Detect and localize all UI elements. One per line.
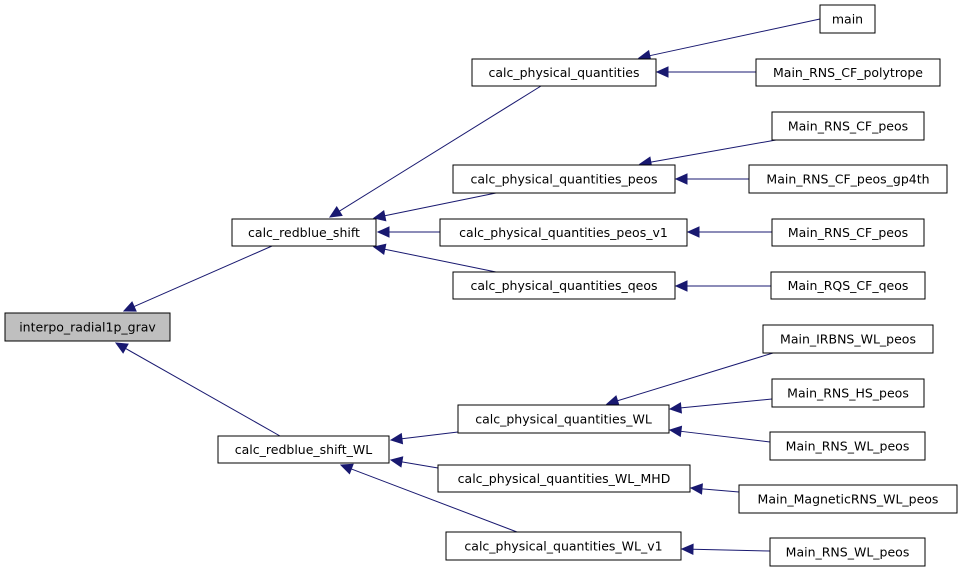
node-label: calc_physical_quantities_WL — [475, 412, 652, 427]
arrowhead-icon — [605, 395, 620, 407]
edge-main-to-cpq — [637, 18, 821, 62]
node-label: Main_MagneticRNS_WL_peos — [758, 492, 939, 507]
node-main-rns-wl-peos-2[interactable]: Main_RNS_WL_peos — [769, 537, 926, 567]
edge-mpeos2-to-cpqpv1 — [686, 226, 772, 238]
edge-cpqwl-to-rbswl — [389, 431, 459, 445]
arrowhead-icon — [114, 342, 129, 354]
edge-mpoly-to-cpq — [655, 66, 756, 78]
node-interpo-radial1p-grav[interactable]: interpo_radial1p_grav — [4, 312, 171, 342]
edge-line — [701, 488, 740, 493]
edge-cpq-to-rbs — [328, 85, 542, 218]
node-main-rqs-cf-qeos[interactable]: Main_RQS_CF_qeos — [770, 271, 926, 300]
arrowhead-icon — [674, 173, 688, 185]
node-main-rns-cf-peos-gp4th[interactable]: Main_RNS_CF_peos_gp4th — [748, 164, 948, 194]
edge-cpqp-to-rbs — [372, 192, 497, 222]
edge-line — [401, 461, 439, 469]
node-calc-physical-quantities-peos[interactable]: calc_physical_quantities_peos — [452, 164, 676, 194]
node-calc-redblue-shift[interactable]: calc_redblue_shift — [231, 218, 377, 247]
node-label: Main_RQS_CF_qeos — [788, 278, 909, 293]
edge-line — [692, 548, 771, 552]
node-main-rns-hs-peos[interactable]: Main_RNS_HS_peos — [771, 378, 925, 408]
nodes-layer: interpo_radial1p_grav calc_redblue_shift… — [4, 4, 958, 567]
edge-line — [384, 192, 497, 217]
edge-line — [339, 85, 542, 212]
node-label: Main_RNS_WL_peos — [786, 545, 910, 560]
node-label: calc_physical_quantities — [488, 65, 639, 80]
node-main[interactable]: main — [819, 4, 876, 34]
edge-rbswl-to-interpo — [114, 342, 281, 437]
node-label: calc_physical_quantities_WL_MHD — [458, 471, 671, 486]
edge-mirbns-to-cpqwl — [605, 352, 774, 407]
node-label: calc_physical_quantities_peos — [470, 172, 657, 187]
node-calc-physical-quantities-wl-mhd[interactable]: calc_physical_quantities_WL_MHD — [437, 464, 691, 493]
edge-line — [384, 248, 497, 273]
arrowhead-icon — [389, 456, 404, 468]
node-label: Main_RNS_CF_peos — [788, 225, 908, 240]
arrowhead-icon — [389, 432, 404, 445]
arrowhead-icon — [372, 243, 387, 255]
edge-line — [133, 245, 273, 308]
arrowhead-icon — [674, 280, 688, 292]
edge-cpqwlmhd-to-rbswl — [389, 456, 439, 469]
node-main-rns-cf-peos[interactable]: Main_RNS_CF_peos — [771, 111, 925, 141]
node-label: calc_redblue_shift — [248, 225, 360, 240]
node-label: calc_redblue_shift_WL — [235, 442, 372, 457]
node-calc-physical-quantities-wl[interactable]: calc_physical_quantities_WL — [457, 404, 670, 434]
edge-mqeos-to-cpqq — [674, 280, 771, 292]
edge-line — [617, 352, 774, 402]
node-calc-redblue-shift-wl[interactable]: calc_redblue_shift_WL — [217, 435, 390, 464]
node-label: interpo_radial1p_grav — [19, 320, 156, 335]
node-calc-physical-quantities[interactable]: calc_physical_quantities — [471, 58, 657, 87]
arrowhead-icon — [680, 543, 694, 556]
arrowhead-icon — [689, 483, 703, 495]
node-label: calc_physical_quantities_qeos — [470, 278, 657, 293]
edge-mwl2-to-cpqwlv1 — [680, 543, 771, 556]
node-label: Main_RNS_HS_peos — [787, 386, 909, 401]
node-calc-physical-quantities-peos-v1[interactable]: calc_physical_quantities_peos_v1 — [439, 218, 688, 247]
edge-line — [351, 468, 518, 533]
edge-line — [680, 398, 773, 409]
arrowhead-icon — [122, 301, 137, 312]
edge-mmag-to-cpqwlmhd — [689, 483, 740, 495]
edge-line — [401, 431, 459, 440]
node-main-magneticrns-wl-peos[interactable]: Main_MagneticRNS_WL_peos — [738, 484, 958, 514]
node-label: calc_physical_quantities_peos_v1 — [459, 225, 668, 240]
edge-line — [649, 18, 821, 57]
node-label: Main_RNS_WL_peos — [786, 439, 910, 454]
edges-layer — [114, 18, 821, 556]
node-calc-physical-quantities-qeos[interactable]: calc_physical_quantities_qeos — [452, 271, 676, 300]
node-main-rns-wl-peos[interactable]: Main_RNS_WL_peos — [769, 431, 926, 461]
arrowhead-icon — [376, 226, 390, 238]
node-label: Main_RNS_CF_polytrope — [773, 65, 923, 80]
edge-mhs-to-cpqwl — [668, 398, 773, 414]
arrowhead-icon — [655, 66, 669, 78]
arrowhead-icon — [668, 425, 683, 438]
node-label: main — [832, 12, 863, 27]
arrowhead-icon — [668, 402, 683, 414]
node-label: calc_physical_quantities_WL_v1 — [464, 539, 662, 554]
node-label: Main_RNS_CF_peos_gp4th — [766, 172, 929, 187]
arrowhead-icon — [328, 206, 343, 218]
node-label: Main_IRBNS_WL_peos — [780, 332, 916, 347]
node-main-rns-cf-peos-2[interactable]: Main_RNS_CF_peos — [771, 218, 925, 247]
node-main-irbns-wl-peos[interactable]: Main_IRBNS_WL_peos — [762, 324, 934, 354]
edge-rbs-to-interpo — [122, 245, 273, 312]
node-main-rns-cf-polytrope[interactable]: Main_RNS_CF_polytrope — [755, 58, 941, 87]
node-calc-physical-quantities-wl-v1[interactable]: calc_physical_quantities_WL_v1 — [445, 531, 682, 561]
edge-cpqq-to-rbs — [372, 243, 497, 273]
node-label: Main_RNS_CF_peos — [788, 119, 908, 134]
edge-mpeos-to-cpqp — [638, 139, 777, 168]
edge-mpeosgp-to-cpqp — [674, 173, 749, 185]
edge-line — [650, 139, 777, 163]
edge-cpqpv1-to-rbs — [376, 226, 440, 238]
edge-mwl-to-cpqwl — [668, 425, 771, 443]
edge-line — [125, 347, 281, 437]
arrowhead-icon — [339, 463, 354, 475]
arrowhead-icon — [686, 226, 700, 238]
edge-cpqwlv1-to-rbswl — [339, 463, 518, 533]
arrowhead-icon — [372, 210, 387, 222]
edge-line — [680, 430, 771, 443]
